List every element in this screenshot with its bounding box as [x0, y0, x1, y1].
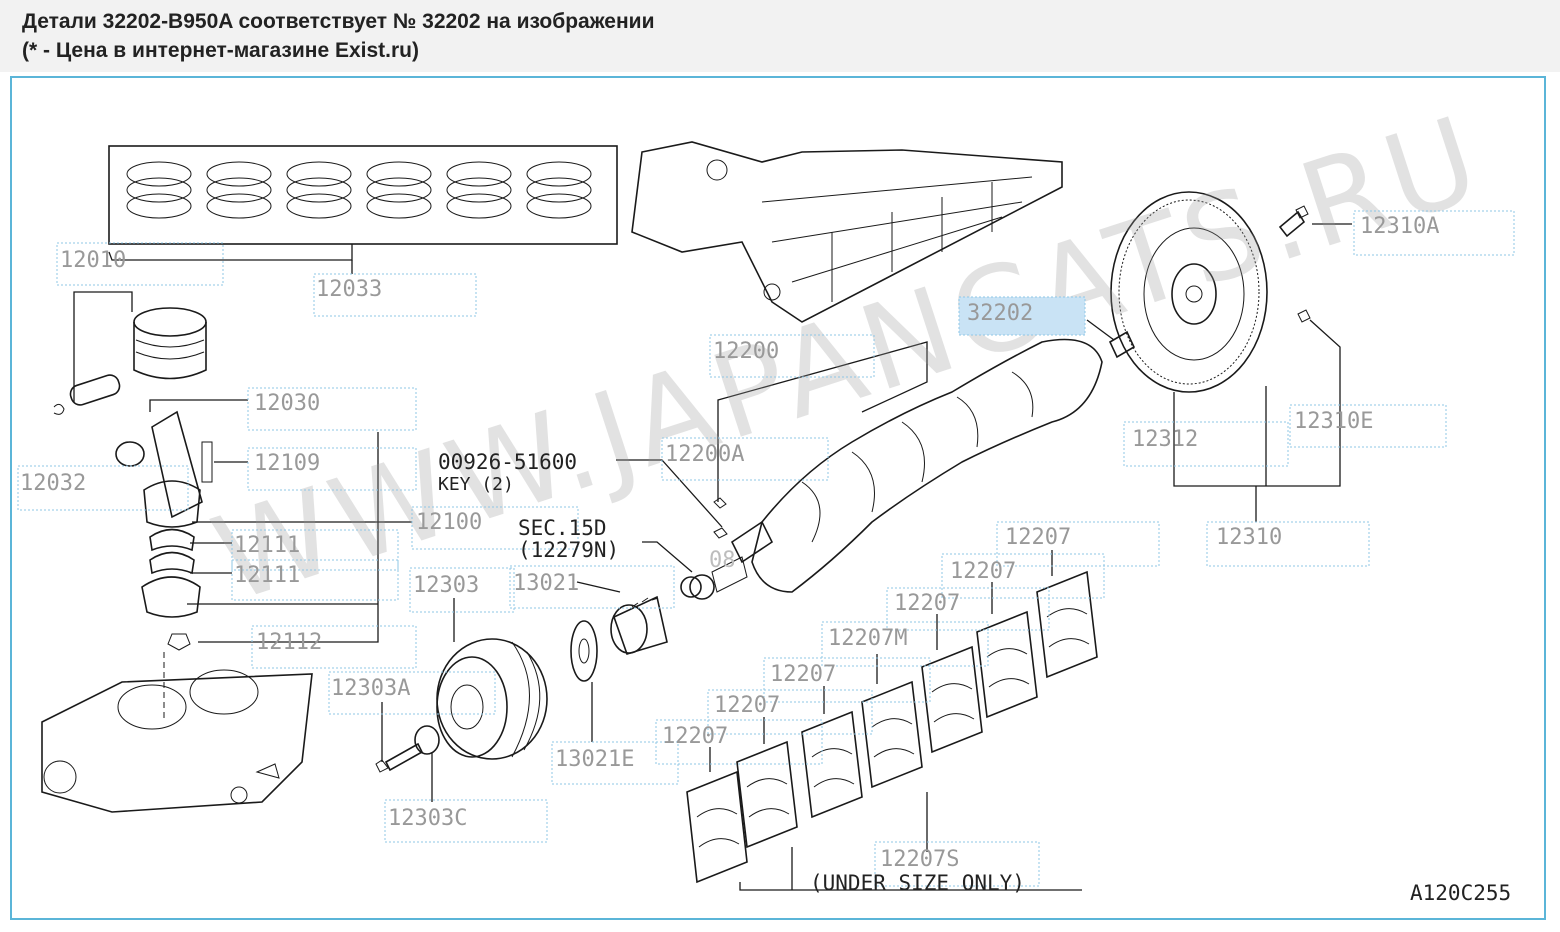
callout-12100[interactable]: 12100 [411, 506, 579, 550]
crank-pulley [375, 638, 548, 773]
callout-12310a[interactable]: 12310A [1353, 210, 1515, 256]
cylinder-block-lower [41, 669, 313, 813]
ghost-code: 08 [709, 548, 736, 573]
main-bearings [686, 570, 1098, 884]
callout-12207-d[interactable]: 12207 [763, 657, 931, 703]
watermark: WWW.JAPANCATS.RU [198, 89, 1499, 629]
under-size-note: (UNDER SIZE ONLY) [810, 871, 1025, 895]
callout-12310[interactable]: 12310 [1206, 521, 1370, 567]
callout-12303a[interactable]: 12303A [328, 671, 496, 715]
callout-12207-f[interactable]: 12207 [655, 719, 823, 765]
svg-text:12303A: 12303A [331, 676, 410, 701]
svg-text:12109: 12109 [254, 451, 320, 476]
parts-diagram: WWW.JAPANCATS.RU 12010 12033 12030 12109… [17, 89, 1515, 905]
svg-text:12030: 12030 [254, 391, 320, 416]
svg-text:12207S: 12207S [880, 847, 959, 872]
parts-diagram-frame: WWW.JAPANCATS.RU 12010 12033 12030 12109… [10, 76, 1546, 920]
callout-12207m[interactable]: 12207M [821, 621, 989, 667]
svg-text:12312: 12312 [1132, 427, 1198, 452]
svg-text:12207: 12207 [662, 724, 728, 749]
svg-text:32202: 32202 [967, 301, 1033, 326]
key-part-code: 00926-51600 [438, 450, 577, 474]
svg-text:12200A: 12200A [665, 442, 744, 467]
svg-text:12207: 12207 [1005, 525, 1071, 550]
page-title: Детали 32202-B950A соответствует № 32202… [22, 10, 655, 33]
callout-12303c[interactable]: 12303C [384, 799, 548, 843]
svg-text:12112: 12112 [256, 630, 322, 655]
svg-text:13021: 13021 [513, 571, 579, 596]
callout-12310e[interactable]: 12310E [1289, 404, 1447, 448]
svg-text:12010: 12010 [60, 248, 126, 273]
svg-text:12207M: 12207M [828, 626, 907, 651]
section-code: (12279N) [518, 538, 619, 562]
svg-text:13021E: 13021E [555, 747, 634, 772]
section-ref: SEC.15D [518, 516, 607, 540]
svg-text:12111: 12111 [234, 563, 300, 588]
svg-text:12303C: 12303C [388, 806, 467, 831]
callout-12200a[interactable]: 12200A [661, 437, 829, 481]
callout-12030[interactable]: 12030 [247, 387, 417, 431]
svg-text:12033: 12033 [316, 277, 382, 302]
key-note: KEY (2) [438, 474, 514, 495]
svg-text:12310: 12310 [1216, 525, 1282, 550]
connecting-rod [115, 410, 213, 722]
callout-12010[interactable]: 12010 [56, 242, 224, 286]
callout-12303[interactable]: 12303 [409, 567, 515, 613]
svg-text:12207: 12207 [714, 693, 780, 718]
callout-12312[interactable]: 12312 [1123, 421, 1289, 467]
page-header: Детали 32202-B950A соответствует № 32202… [0, 0, 1560, 72]
engine-block [631, 141, 1063, 323]
callout-12112[interactable]: 12112 [251, 625, 417, 669]
pilot-bushing [1108, 330, 1136, 359]
piston-ring-set [108, 145, 618, 274]
callout-12207s[interactable]: 12207S [874, 841, 1040, 887]
crank-sprocket [570, 595, 668, 682]
callout-12207-a[interactable]: 12207 [996, 521, 1160, 567]
flywheel [1110, 191, 1311, 393]
svg-text:12207: 12207 [950, 559, 1016, 584]
svg-text:12207: 12207 [770, 662, 836, 687]
svg-text:12207: 12207 [894, 591, 960, 616]
crankshaft [680, 338, 1103, 600]
price-note: (* - Цена в интернет-магазине Exist.ru) [22, 39, 419, 62]
callout-12207-b[interactable]: 12207 [941, 553, 1105, 599]
callout-12207-e[interactable]: 12207 [707, 689, 873, 735]
svg-text:12111: 12111 [234, 533, 300, 558]
callout-12111-upper[interactable]: 12111 [231, 529, 399, 571]
figure-code: A120C255 [1410, 881, 1511, 905]
callout-12200[interactable]: 12200 [709, 334, 875, 378]
svg-text:12310A: 12310A [1360, 214, 1439, 239]
piston [53, 291, 207, 415]
callout-12207-c[interactable]: 12207 [886, 587, 1050, 631]
svg-text:12100: 12100 [416, 510, 482, 535]
callout-12033[interactable]: 12033 [313, 273, 477, 317]
callout-13021[interactable]: 13021 [509, 565, 675, 609]
callout-12109[interactable]: 12109 [247, 447, 417, 491]
svg-text:12310E: 12310E [1294, 409, 1373, 434]
svg-text:12032: 12032 [20, 471, 86, 496]
callout-12111-lower[interactable]: 12111 [231, 559, 399, 601]
callout-13021e[interactable]: 13021E [551, 741, 679, 785]
svg-text:12303: 12303 [413, 573, 479, 598]
callout-12032[interactable]: 12032 [17, 465, 189, 511]
callout-32202[interactable]: 32202 [958, 296, 1086, 336]
svg-text:12200: 12200 [713, 339, 779, 364]
